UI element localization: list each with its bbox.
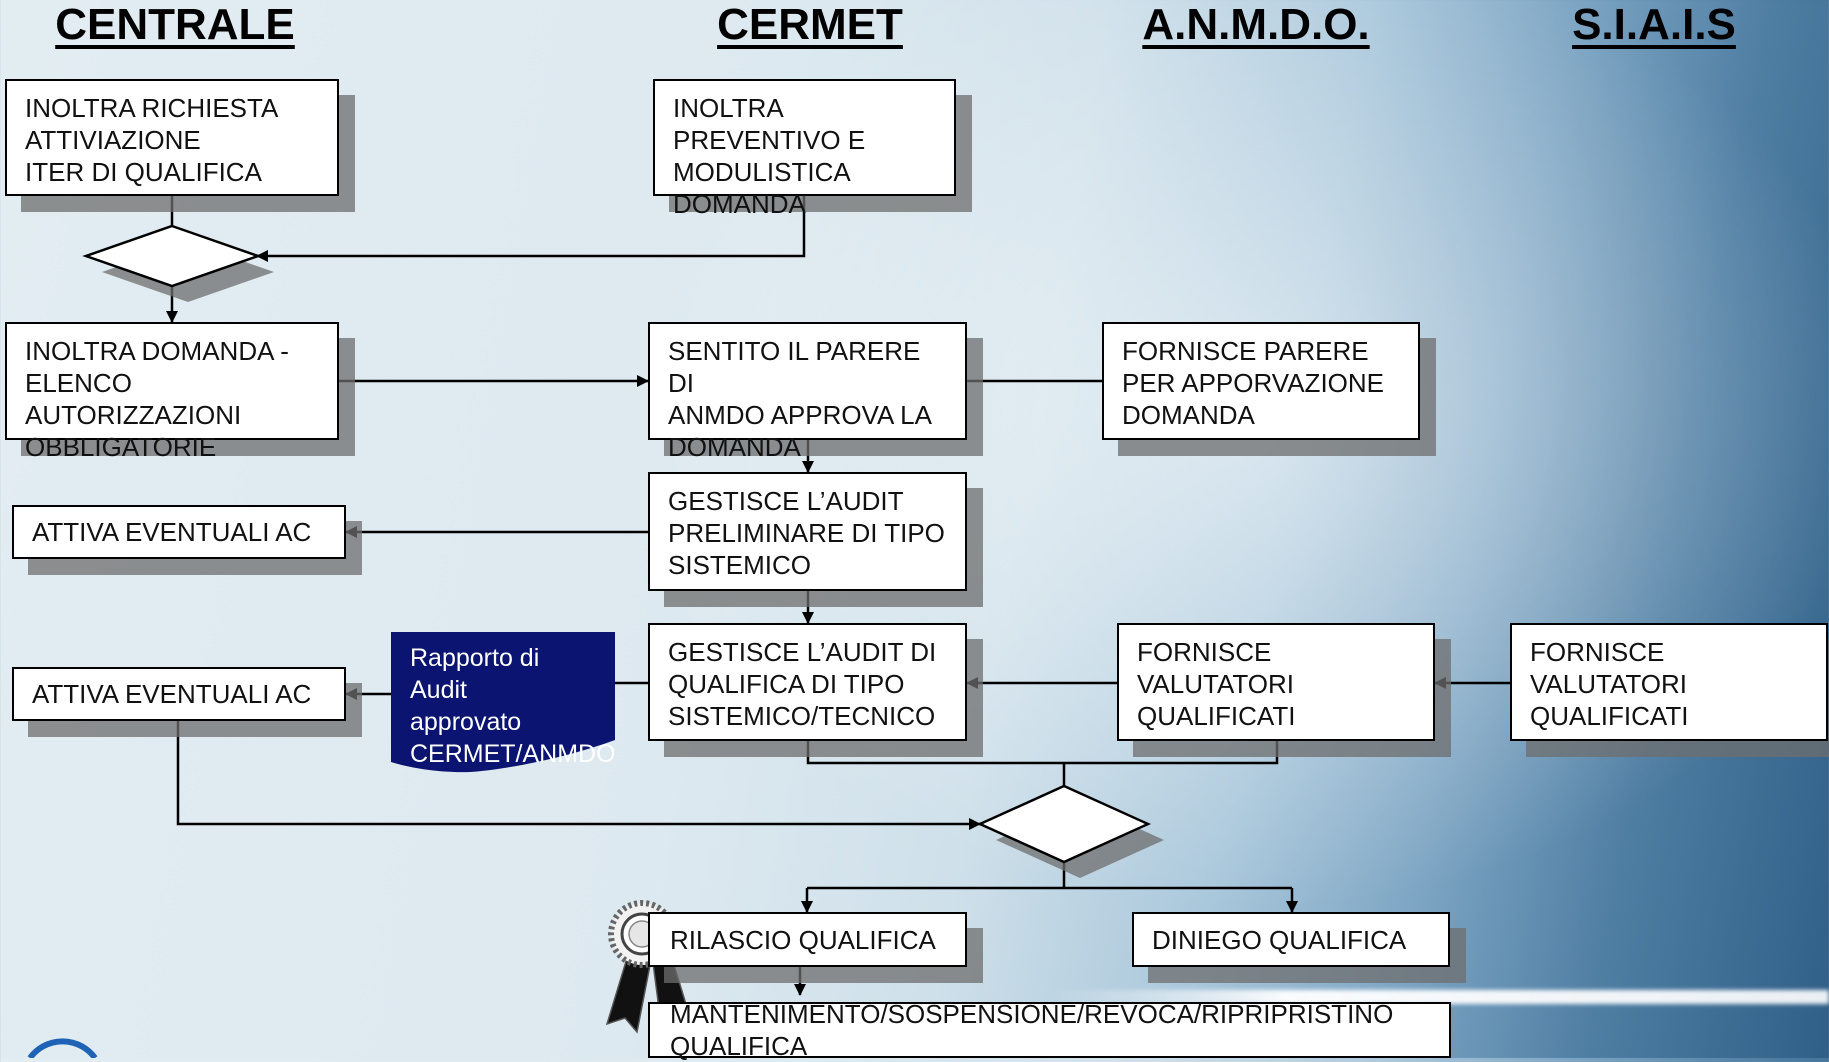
lane-header-siais: S.I.A.I.S <box>1572 0 1736 49</box>
step-fornisce-parere: FORNISCE PARERE PER APPORVAZIONE DOMANDA <box>1102 322 1420 440</box>
step-inoltra-richiesta: INOLTRA RICHIESTA ATTIVIAZIONE ITER DI Q… <box>5 79 339 196</box>
step-sentito-parere: SENTITO IL PARERE DI ANMDO APPROVA LA DO… <box>648 322 967 462</box>
lane-header-anmdo: A.N.M.D.O. <box>1142 0 1370 49</box>
decision-diamond-1 <box>82 224 274 302</box>
decision-diamond-2 <box>976 784 1164 878</box>
step-valutatori-siais: FORNISCE VALUTATORI QUALIFICATI <box>1510 623 1828 741</box>
step-attiva-ac-2: ATTIVA EVENTUALI AC <box>12 667 346 721</box>
step-diniego-qualifica: DINIEGO QUALIFICA <box>1132 912 1450 967</box>
step-attiva-ac-1: ATTIVA EVENTUALI AC <box>12 505 346 559</box>
lane-header-centrale: CENTRALE <box>55 0 295 49</box>
logo-partial <box>27 1038 98 1058</box>
step-rilascio-qualifica: RILASCIO QUALIFICA <box>648 912 967 967</box>
step-inoltra-preventivo: INOLTRA PREVENTIVO E MODULISTICA DOMANDA <box>653 79 956 219</box>
background-light-streak <box>1050 990 1829 1004</box>
document-rapporto-audit: Rapporto di Audit approvato CERMET/ANMDO <box>410 644 616 768</box>
lane-header-cermet: CERMET <box>717 0 903 49</box>
step-mantenimento-qualifica: MANTENIMENTO/SOSPENSIONE/REVOCA/RIPRIPRI… <box>648 999 1451 1061</box>
step-gestisce-audit-qualifica: GESTISCE L’AUDIT DI QUALIFICA DI TIPO SI… <box>648 623 967 741</box>
step-inoltra-domanda: INOLTRA DOMANDA - ELENCO AUTORIZZAZIONI … <box>5 322 339 462</box>
step-gestisce-audit-preliminare: GESTISCE L’AUDIT PRELIMINARE DI TIPO SIS… <box>648 472 967 591</box>
step-valutatori-anmdo: FORNISCE VALUTATORI QUALIFICATI <box>1117 623 1435 741</box>
document-shape <box>391 632 615 773</box>
